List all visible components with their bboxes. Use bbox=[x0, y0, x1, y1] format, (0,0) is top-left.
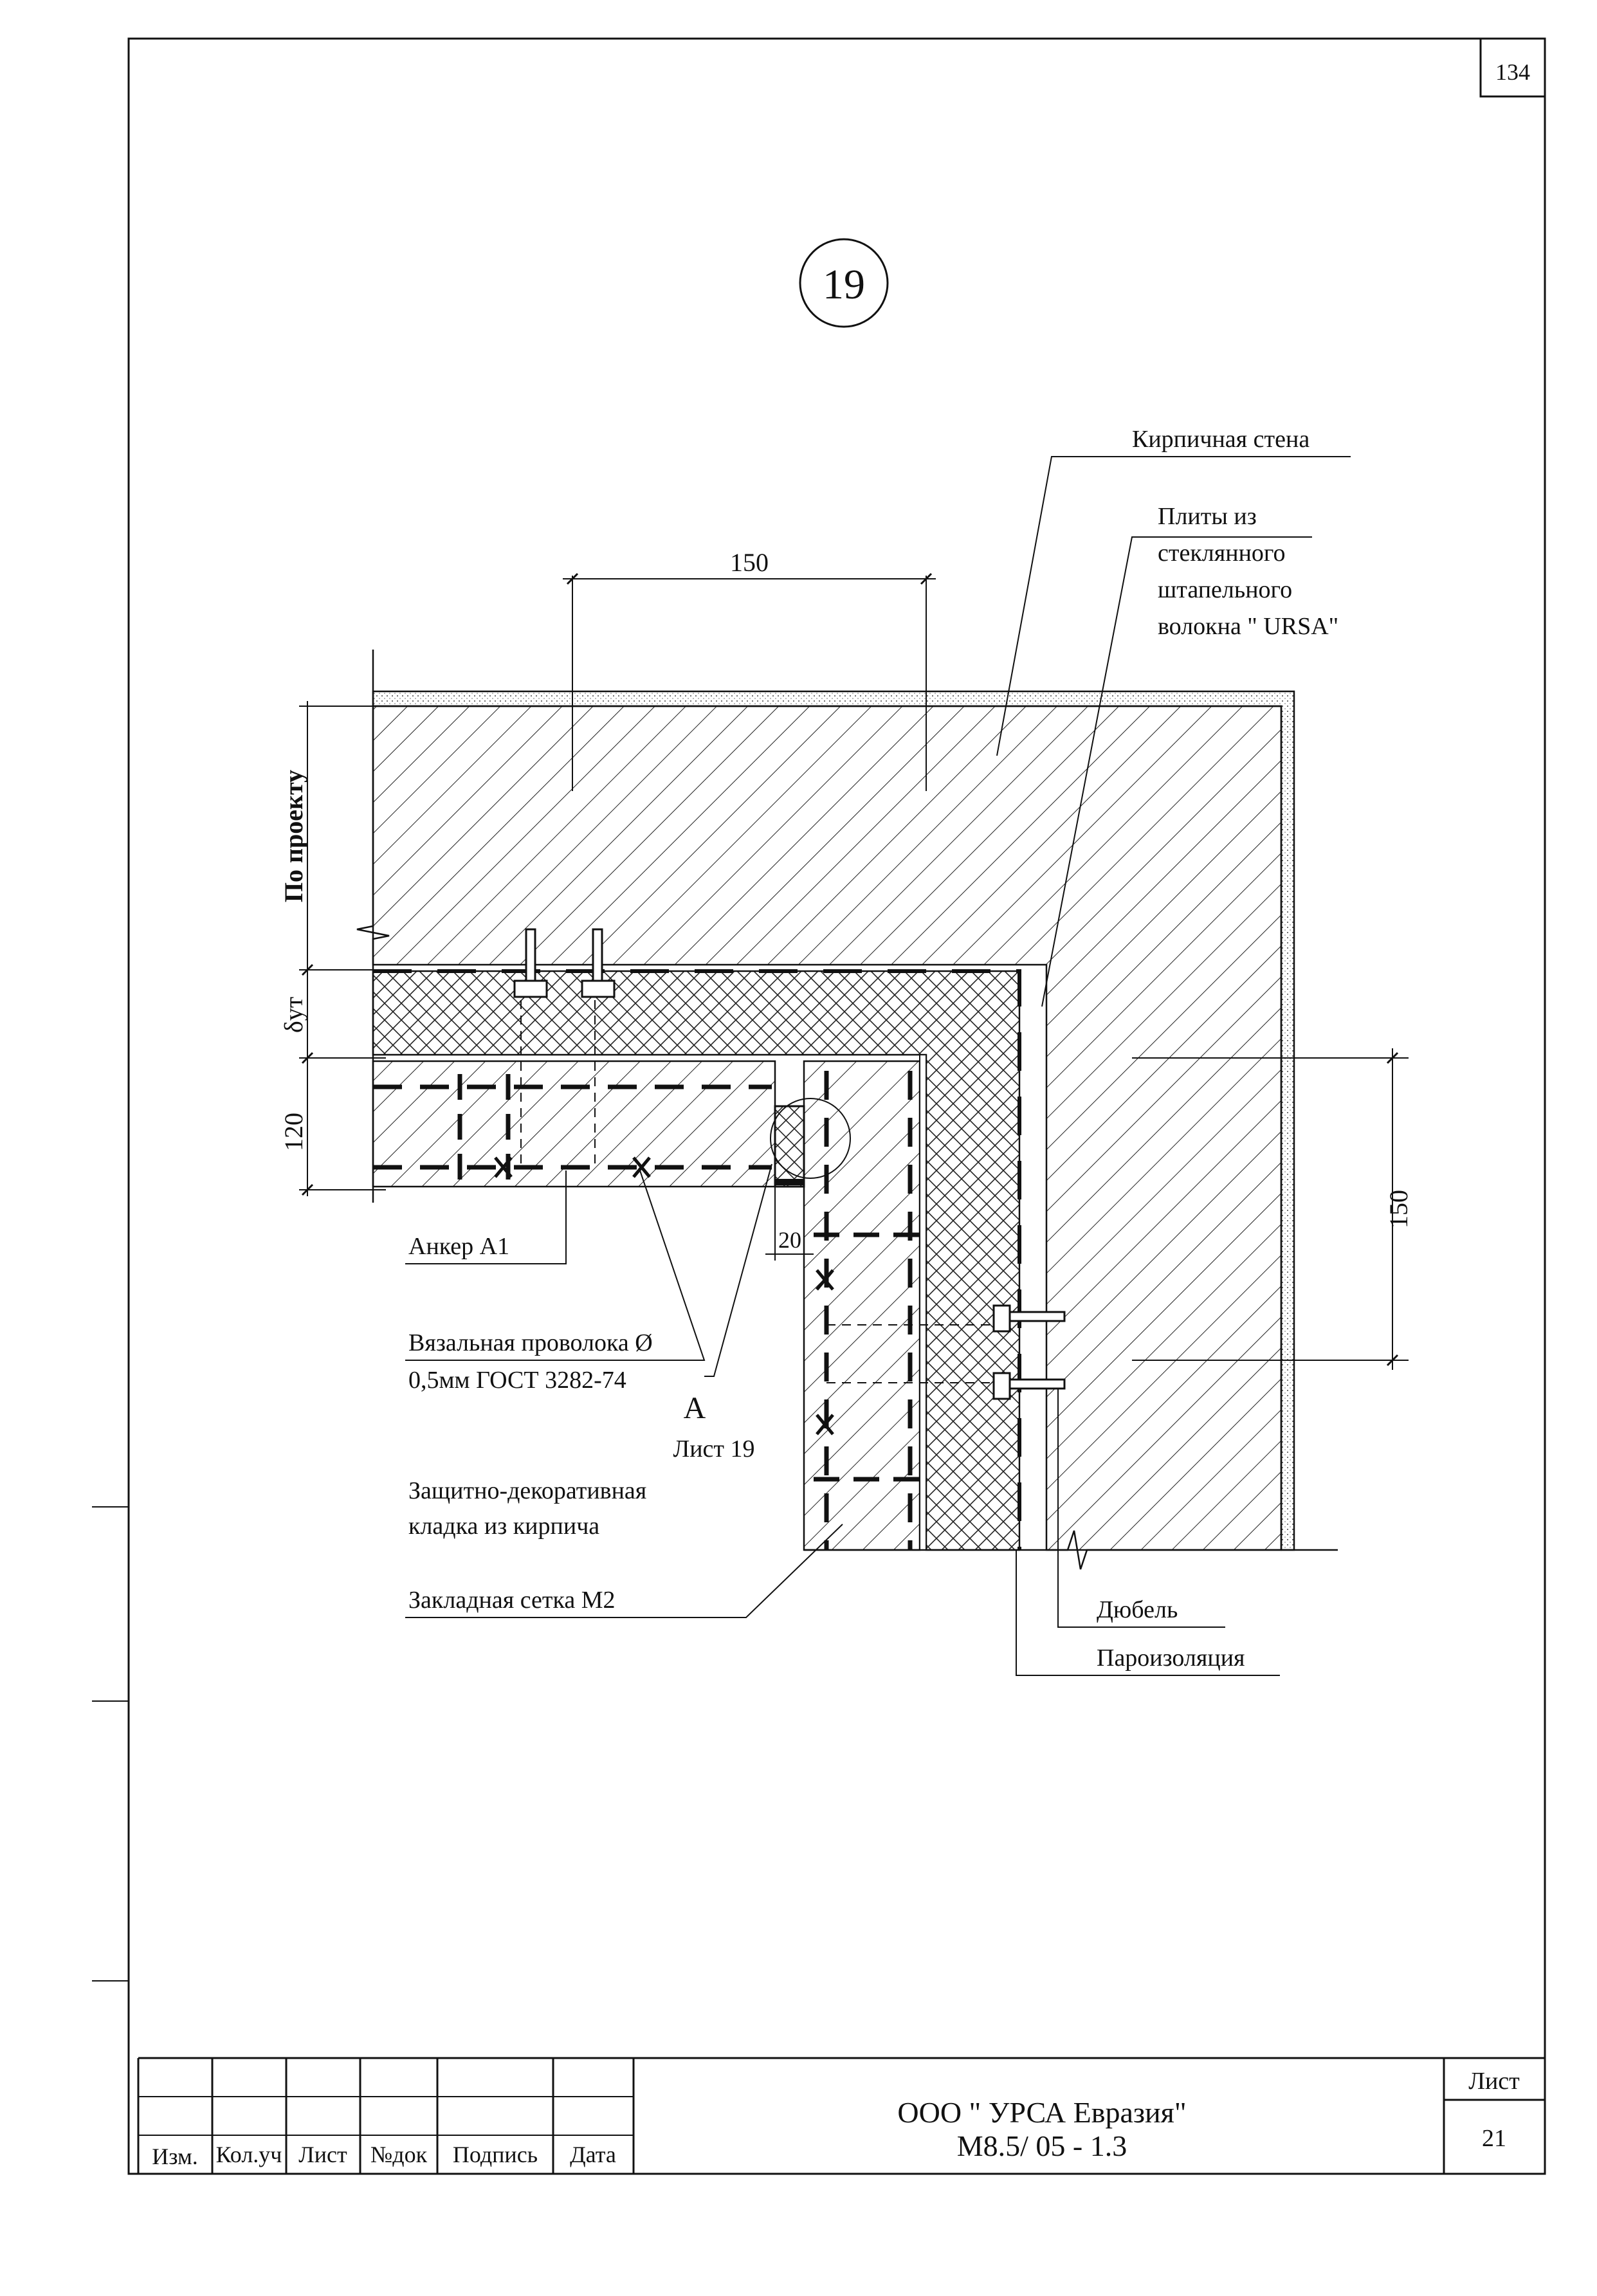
label-plates-2: стеклянного bbox=[1158, 540, 1286, 567]
label-section-letter: А bbox=[684, 1391, 706, 1425]
tb-col-izm: Изм. bbox=[152, 2144, 198, 2169]
dim-gap-20: 20 bbox=[778, 1227, 801, 1253]
leader-lines bbox=[405, 456, 1351, 1676]
anchors-top bbox=[513, 928, 616, 998]
label-brick-wall: Кирпичная стена bbox=[1132, 426, 1310, 453]
dowels-right bbox=[992, 1304, 1066, 1400]
vapor-barrier bbox=[373, 969, 1021, 1550]
wall-detail bbox=[356, 650, 1338, 1570]
dimension-lines bbox=[299, 572, 1409, 1370]
label-plates-4: волокна " URSA" bbox=[1158, 613, 1338, 640]
masonry-vertical bbox=[803, 1060, 921, 1551]
label-masonry-1: Защитно-декоративная bbox=[408, 1477, 646, 1504]
tb-col-doc: №док bbox=[370, 2142, 428, 2167]
dim-left-120: 120 bbox=[279, 1113, 308, 1151]
tb-col-date: Дата bbox=[570, 2142, 616, 2167]
tie-crosses bbox=[494, 1156, 834, 1435]
document-code: М8.5/ 05 - 1.3 bbox=[957, 2129, 1127, 2162]
sheet-number: 21 bbox=[1482, 2125, 1506, 2152]
label-vapor: Пароизоляция bbox=[1097, 1645, 1245, 1672]
dim-delta: δут bbox=[279, 997, 308, 1033]
detail-circle bbox=[799, 238, 889, 328]
label-mesh: Закладная сетка М2 bbox=[408, 1587, 616, 1614]
tb-col-list: Лист bbox=[298, 2142, 347, 2167]
label-wire-2: 0,5мм ГОСТ 3282-74 bbox=[408, 1367, 626, 1394]
tb-col-sign: Подпись bbox=[453, 2142, 538, 2167]
page-number-box bbox=[1479, 37, 1546, 98]
dim-right-150: 150 bbox=[1384, 1190, 1413, 1228]
sheet-label: Лист bbox=[1468, 2068, 1520, 2095]
detail-number: 19 bbox=[823, 261, 865, 308]
label-plates-1: Плиты из bbox=[1158, 503, 1257, 530]
sealant-cord bbox=[774, 1105, 805, 1188]
dim-top-150: 150 bbox=[730, 548, 769, 577]
tb-col-kol: Кол.уч bbox=[216, 2142, 282, 2167]
title-block bbox=[137, 2057, 1545, 2174]
label-anchor: Анкер А1 bbox=[408, 1233, 509, 1260]
detail-a-circle bbox=[770, 1098, 851, 1179]
label-masonry-2: кладка из кирпича bbox=[408, 1513, 599, 1540]
sheet-frame bbox=[92, 37, 1546, 2175]
page-number: 134 bbox=[1495, 59, 1530, 85]
masonry-joint bbox=[919, 1054, 927, 1551]
dim-by-project: По проекту bbox=[279, 770, 308, 902]
break-lines bbox=[356, 650, 1338, 1570]
label-wire-1: Вязальная проволока Ø bbox=[408, 1329, 653, 1356]
label-dowel: Дюбель bbox=[1097, 1596, 1178, 1623]
company-name: ООО " УРСА Евразия" bbox=[897, 2096, 1186, 2129]
label-plates-3: штапельного bbox=[1158, 576, 1292, 603]
label-section-sheet: Лист 19 bbox=[673, 1435, 754, 1462]
